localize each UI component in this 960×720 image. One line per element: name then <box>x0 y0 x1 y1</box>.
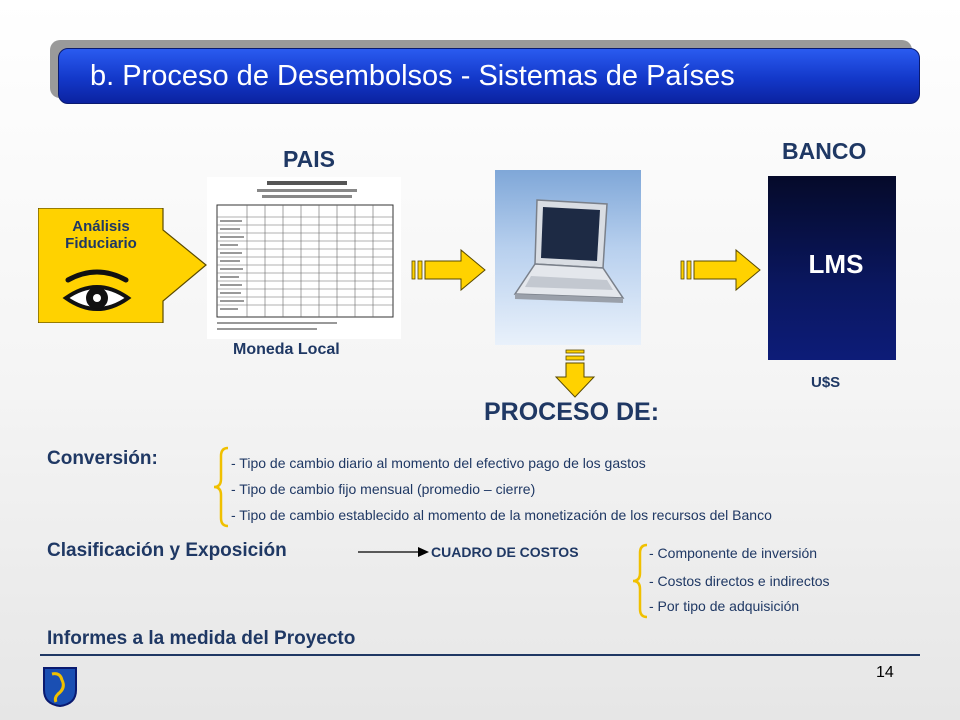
lms-label: LMS <box>808 249 864 279</box>
title-bar <box>58 48 920 104</box>
conversion-heading: Conversión: <box>47 448 158 469</box>
slide-title: b. Proceso de Desembolsos - Sistemas de … <box>90 60 735 92</box>
fiduciary-label-line2: Fiduciario <box>65 235 137 252</box>
fiduciary-label: Análisis Fiduciario <box>42 218 160 252</box>
moneda-local-label: Moneda Local <box>233 341 340 358</box>
conversion-item: - Tipo de cambio establecido al momento … <box>231 507 772 523</box>
bank-logo-icon <box>43 667 77 708</box>
conversion-item: - Tipo de cambio diario al momento del e… <box>231 455 646 471</box>
clasificacion-heading: Clasificación y Exposición <box>47 540 287 561</box>
lms-box <box>768 176 896 360</box>
clasificacion-item: - Por tipo de adquisición <box>649 598 800 614</box>
page-number: 14 <box>876 664 894 681</box>
proceso-label: PROCESO DE: <box>484 398 660 426</box>
arrow-right-icon <box>411 248 486 292</box>
clasificacion-item: - Componente de inversión <box>649 545 818 561</box>
footer-divider <box>40 654 920 656</box>
fiduciary-label-line1: Análisis <box>72 218 130 235</box>
informes-heading: Informes a la medida del Proyecto <box>47 628 356 649</box>
computer-image <box>495 170 641 345</box>
arrow-down-icon <box>554 349 596 398</box>
banco-label: BANCO <box>782 138 867 164</box>
currency-label: U$S <box>811 374 841 391</box>
spreadsheet-image <box>207 177 401 339</box>
eye-icon <box>62 269 132 311</box>
arrow-right-icon-2 <box>680 248 761 292</box>
laptop-icon <box>513 199 625 303</box>
clasificacion-item: - Costos directos e indirectos <box>649 573 830 589</box>
conversion-item: - Tipo de cambio fijo mensual (promedio … <box>231 481 536 497</box>
cuadro-costos-label: CUADRO DE COSTOS <box>431 544 579 560</box>
brace-icon <box>632 543 648 619</box>
spreadsheet-graphic <box>207 177 401 339</box>
pais-label: PAIS <box>283 146 335 172</box>
thin-arrow-icon <box>358 547 429 557</box>
brace-icon <box>213 446 229 528</box>
